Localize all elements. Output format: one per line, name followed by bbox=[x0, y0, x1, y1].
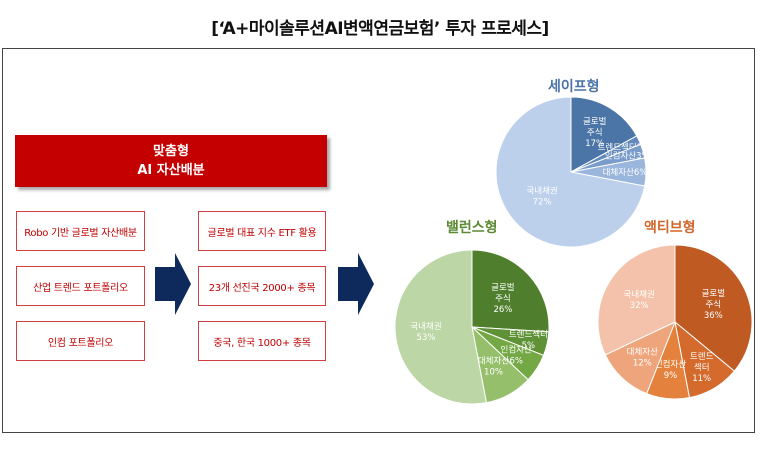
pie-slice bbox=[570, 96, 638, 173]
arrow-right-icon bbox=[155, 253, 191, 315]
pie-slice bbox=[597, 244, 676, 356]
ai-allocation-banner: 맞춤형 AI 자산배분 bbox=[15, 135, 327, 187]
box-income-portfolio: 인컴 포트폴리오 bbox=[16, 321, 145, 361]
banner-line1: 맞춤형 bbox=[153, 144, 189, 159]
slice-label-대체자산: 대체자산6% bbox=[603, 167, 648, 178]
slice-label-트렌드섹터: 트렌드섹터2% bbox=[598, 142, 651, 153]
pie-title-active: 액티브형 bbox=[644, 220, 696, 236]
box-global-etf: 글로벌 대표 지수 ETF 활용 bbox=[198, 211, 326, 251]
pie-slice bbox=[495, 96, 646, 248]
diagram-frame bbox=[2, 48, 755, 433]
pie-slice bbox=[471, 249, 550, 333]
banner-line2: AI 자산배분 bbox=[137, 163, 205, 178]
pie-slice bbox=[394, 249, 488, 405]
arrow-right-icon bbox=[338, 253, 374, 315]
box-developed-stocks: 23개 선진국 2000+ 종목 bbox=[198, 266, 326, 306]
page-title: [‘A+마이솔루션AI변액연금보험’ 투자 프로세스] bbox=[211, 19, 549, 39]
pie-title-balance: 밸런스형 bbox=[446, 220, 498, 236]
pie-title-safe: 세이프형 bbox=[548, 79, 600, 95]
box-industry-trend: 산업 트렌드 포트폴리오 bbox=[16, 266, 145, 306]
pie-slice bbox=[674, 244, 753, 372]
box-robo-allocation: Robo 기반 글로벌 자산배분 bbox=[16, 211, 145, 251]
slice-label-인컴자산: 인컴자산3% bbox=[605, 151, 650, 162]
box-china-korea-stocks: 중국, 한국 1000+ 종목 bbox=[198, 321, 326, 361]
